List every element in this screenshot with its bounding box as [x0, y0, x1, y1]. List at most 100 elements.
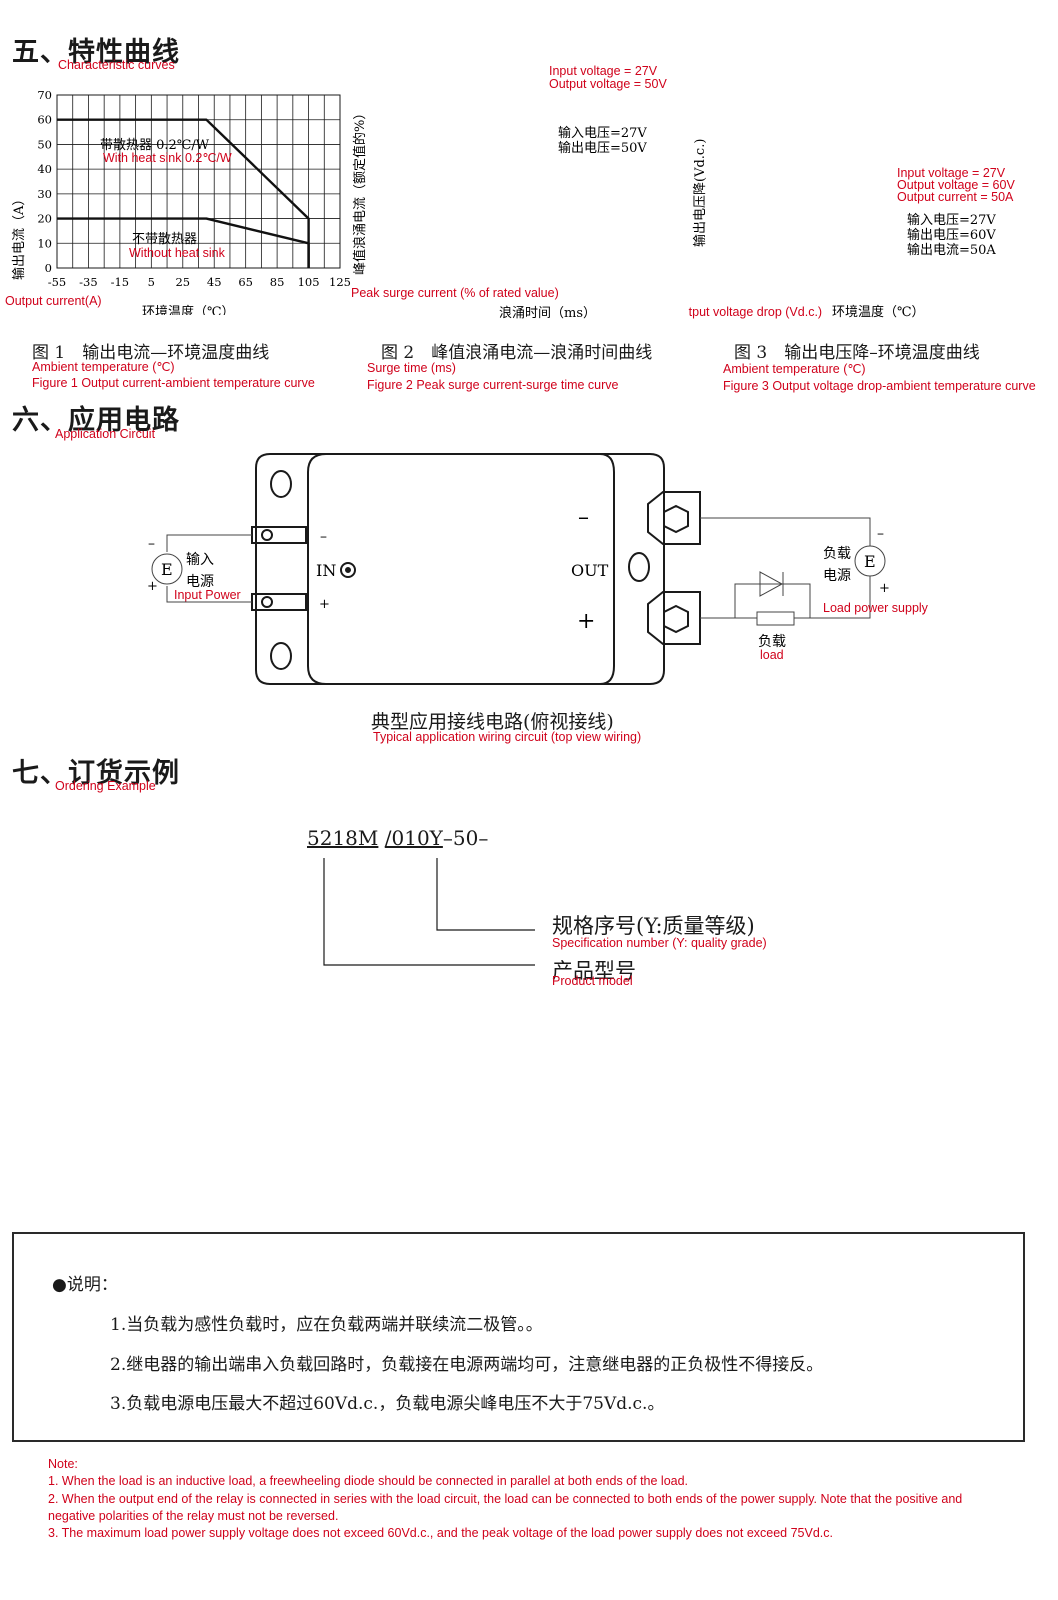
order-code: 5218M /010Y–50– — [307, 826, 488, 850]
order-code-model: 5218M — [307, 826, 379, 850]
load-power-zh-1: 负载 — [823, 546, 851, 562]
mounting-hole-right — [628, 552, 650, 582]
section-subtitle-ordering: Ordering Example — [55, 779, 156, 793]
circuit-caption: 典型应用接线电路(俯视接线) — [371, 711, 614, 733]
figure-1-caption-en-2: Figure 1 Output current-ambient temperat… — [32, 376, 315, 390]
relay-body-inner — [307, 453, 615, 685]
load-resistor — [756, 611, 795, 626]
section-subtitle-curves: Characteristic curves — [58, 58, 175, 72]
product-model-label: 产品型号 — [552, 959, 636, 983]
load-en: load — [760, 648, 784, 662]
chart-1-grid — [56, 94, 341, 269]
load-power-source — [854, 545, 886, 577]
chart-3-annotation-en-3: Output current = 50A — [897, 190, 1014, 204]
load-power-en: Load power supply — [823, 601, 929, 615]
chart-1-xtick: -35 — [79, 275, 98, 289]
chart-3-xlabel-en: Output voltage drop (Vd.c.) — [688, 305, 822, 319]
chart-3-annotation-en-1: Input voltage = 27V — [897, 166, 1006, 180]
figure-2-caption: 图 2 峰值浪涌电流—浪涌时间曲线 — [381, 343, 653, 363]
chart-2-ylabel-en: Peak surge current (% of rated value) — [351, 286, 559, 300]
notes-title: ●说明： — [52, 1275, 118, 1295]
chart-2-annotation-zh-1: 输入电压=27V — [558, 125, 647, 141]
chart-1-ytick: 70 — [37, 88, 52, 102]
circuit-caption-en: Typical application wiring circuit (top … — [373, 730, 642, 744]
input-minus: – — [148, 536, 155, 552]
relay-body-outer — [255, 453, 665, 685]
chart-3-ylabel: 输出电压降(Vd.c.) — [692, 139, 708, 247]
notes-box: ●说明： 1.当负载为感性负载时，应在负载两端并联续流二极管。。 2.继电器的输… — [12, 1232, 1025, 1442]
input-pin-minus — [251, 526, 307, 544]
in-label: IN — [316, 561, 336, 580]
chart-1-xtick: 85 — [270, 275, 285, 289]
chart-2-annotation-zh-2: 输出电压=50V — [558, 140, 647, 156]
chart-1-ytick: 40 — [37, 162, 52, 176]
input-power-zh-2: 电源 — [186, 574, 214, 590]
figure-2-caption-en-1: Surge time (ms) — [367, 361, 456, 375]
section-title-application: 六、应用电路 — [12, 405, 180, 436]
input-power-zh-1: 输入 — [186, 552, 214, 568]
order-leader-lines — [323, 858, 535, 966]
e-label-load: E — [864, 552, 876, 571]
figure-3-caption-en-2: Figure 3 Output voltage drop-ambient tem… — [723, 379, 1036, 393]
chart-1-ylabel-en: Output current(A) — [5, 294, 102, 308]
section-title-ordering: 七、订货示例 — [12, 758, 180, 789]
out-plus: + — [577, 609, 595, 634]
section-title-curves: 五、特性曲线 — [12, 37, 180, 68]
input-power-en: Input Power — [174, 588, 241, 602]
order-code-end: – — [478, 826, 489, 850]
chart-1-xtick: -15 — [111, 275, 130, 289]
note-item-3: 3.负载电源电压最大不超过60Vd.c.，负载电源尖峰电压不大于75Vd.c.。 — [110, 1394, 665, 1414]
out-label: OUT — [571, 561, 609, 580]
output-terminal-plus — [647, 591, 701, 645]
chart-1-series1-label: 带散热器 0.2℃/W — [100, 138, 210, 153]
note-en-title: Note: — [48, 1457, 78, 1471]
relay-in-plus: + — [319, 597, 330, 612]
application-circuit: E E – + – + – + IN OUT – + 输入 电源 Input P… — [147, 453, 929, 685]
mounting-hole-bottom-left — [270, 642, 292, 670]
chart-3-annotation-zh-2: 输出电压=60V — [907, 227, 996, 243]
chart-3-annotation-zh-1: 输入电压=27V — [907, 212, 996, 228]
note-en-1: 1. When the load is an inductive load, a… — [48, 1474, 689, 1488]
input-power-source — [151, 553, 183, 585]
chart-1-ytick: 50 — [37, 137, 52, 151]
chart-1-xtick: -55 — [48, 275, 67, 289]
chart-3-annotation-zh-3: 输出电流=50A — [907, 242, 996, 258]
note-en-3: 3. The maximum load power supply voltage… — [48, 1526, 833, 1540]
output-terminal-minus — [647, 491, 701, 545]
load-zh: 负载 — [758, 634, 786, 650]
spec-number-label-en: Specification number (Y: quality grade) — [552, 936, 767, 950]
input-pin-plus — [251, 593, 307, 611]
chart-3: -55-35-155254565851051250.100.150.200.25… — [688, 139, 1022, 320]
load-power-zh-2: 电源 — [823, 568, 851, 584]
figure-1-caption: 图 1 输出电流—环境温度曲线 — [32, 343, 270, 363]
chart-1-xtick: 5 — [148, 275, 155, 289]
freewheeling-diode — [759, 571, 784, 597]
in-indicator — [340, 562, 356, 578]
chart-1-ytick: 30 — [37, 187, 52, 201]
product-model-label-en: Product model — [552, 974, 633, 988]
figure-3-caption-en-1: Ambient temperature (℃) — [723, 362, 866, 376]
figure-3-caption: 图 3 输出电压降–环境温度曲线 — [734, 343, 980, 363]
mounting-hole-top-left — [270, 470, 292, 498]
chart-1-xtick: 45 — [207, 275, 222, 289]
chart-1-series2-label-en: Without heat sink — [129, 246, 226, 260]
chart-2-ylabel: 峰值浪涌电流（额定值的%） — [352, 107, 368, 275]
chart-1-ylabel: 输出电流（A） — [11, 193, 27, 280]
order-code-suffix: –50 — [442, 826, 479, 850]
figure-2-caption-en-2: Figure 2 Peak surge current-surge time c… — [367, 378, 619, 392]
chart-1-xlabel: 环境温度（℃） — [142, 304, 235, 315]
out-minus: – — [578, 505, 589, 530]
chart-1-ytick: 60 — [37, 113, 52, 127]
chart-2-xlabel: 浪涌时间（ms） — [499, 306, 596, 321]
chart-1-xtick: 125 — [329, 275, 351, 289]
load-plus: + — [879, 581, 890, 596]
chart-2: 10100100010000050100150200250300350400 I… — [351, 64, 667, 321]
order-code-spec: /010Y — [384, 826, 443, 850]
chart-1-series-2 — [57, 217, 310, 268]
note-item-1: 1.当负载为感性负载时，应在负载两端并联续流二极管。。 — [110, 1315, 543, 1335]
chart-1-ytick: 0 — [45, 261, 52, 275]
chart-1-xtick: 25 — [175, 275, 190, 289]
spec-number-label: 规格序号(Y:质量等级) — [552, 914, 755, 938]
